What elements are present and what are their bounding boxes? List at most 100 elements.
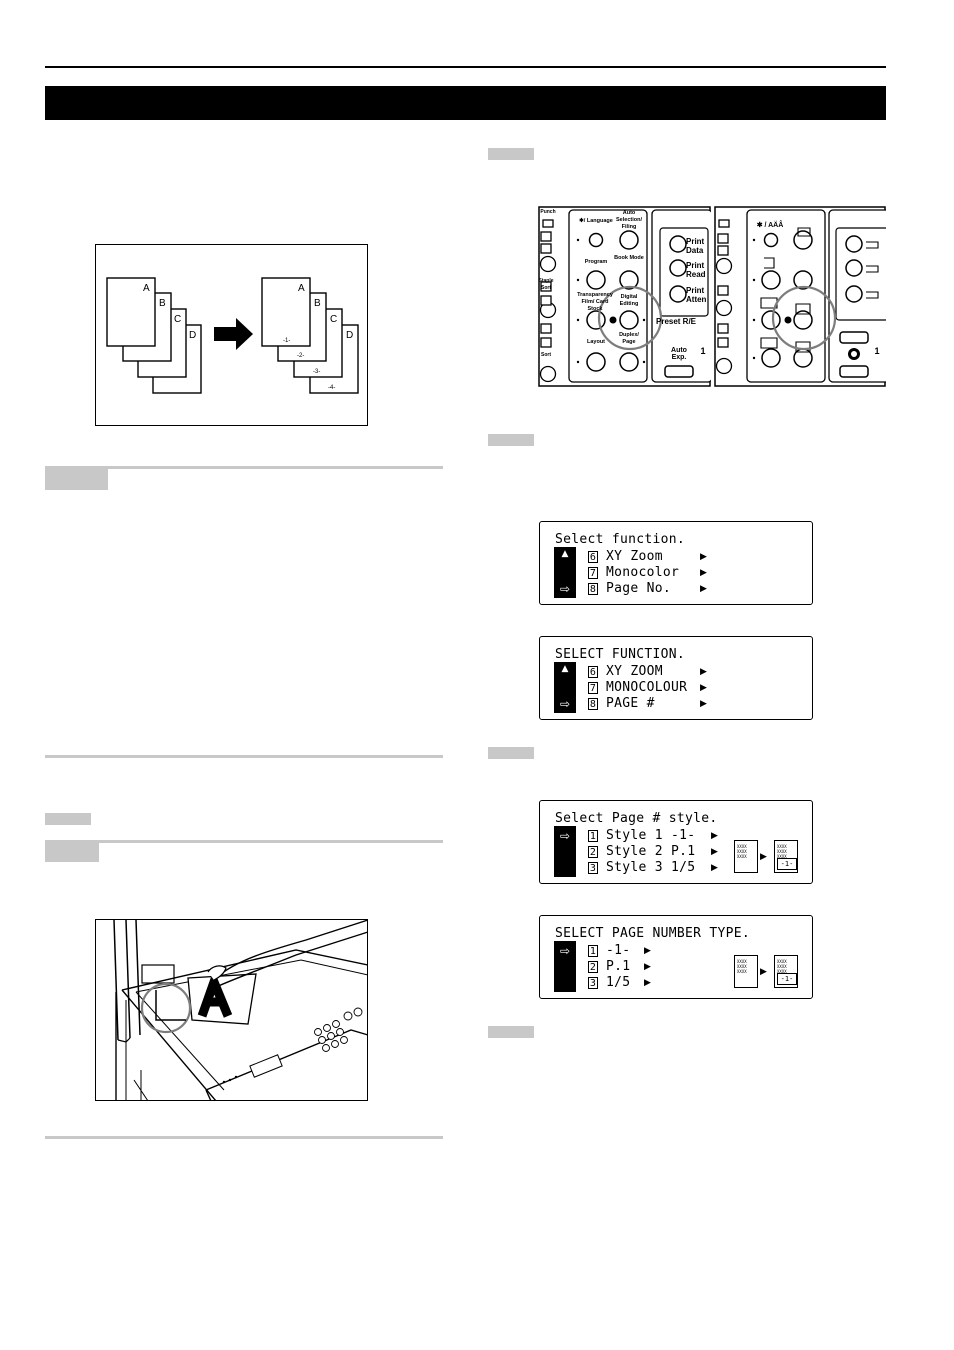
label-digit-left: 1 <box>700 346 706 356</box>
page-number-2: -2- <box>297 353 304 359</box>
label-digital-editing: Digital Editing <box>619 294 639 307</box>
label-language: ✱/ Language <box>579 218 613 224</box>
scroll-up-icon: ▲ <box>561 664 569 674</box>
item-label: Style 1 -1- <box>606 828 696 843</box>
note-tab <box>45 466 108 490</box>
cursor-arrow-icon: ⇨ <box>559 697 571 711</box>
item-number: 2 <box>588 845 598 858</box>
step-2-tab <box>45 840 99 862</box>
label-d-before: D <box>189 330 196 341</box>
submenu-arrow-icon: ▶ <box>700 568 707 578</box>
thumb-after: XXXX XXXX XXXX -1- <box>774 955 798 988</box>
label-print-attention: Print Atten <box>686 286 707 304</box>
copier-original-placement-drawing <box>113 920 367 1100</box>
thumb-page-number: -1- <box>777 973 797 985</box>
item-label: XY Zoom <box>606 549 663 564</box>
label-a-before: A <box>143 283 150 294</box>
submenu-arrow-icon: ▶ <box>711 847 718 857</box>
copier-illustration <box>95 919 368 1101</box>
note-rule <box>45 466 443 469</box>
step-3-tab <box>488 148 534 160</box>
label-print-ready: Print Read <box>686 261 706 279</box>
item-label: -1- <box>606 943 631 958</box>
arrow-right-icon: ▶ <box>760 852 767 862</box>
lcd-cursor-bar: ▲ ⇨ <box>554 662 576 713</box>
thumb-before: XXXX XXXX XXXX <box>734 955 758 988</box>
item-label: Monocolor <box>606 565 680 580</box>
item-number: 6 <box>588 665 598 678</box>
thumb-after: XXXX XXXX XXXX -1- <box>774 840 798 873</box>
label-auto-exp: Auto Exp. <box>671 347 687 361</box>
submenu-arrow-icon: ▶ <box>644 978 651 988</box>
page-numbering-diagram: D C B A D C B A -1- -2- -3- -4- <box>106 277 359 394</box>
submenu-arrow-icon: ▶ <box>700 667 707 677</box>
thumb-page-number: -1- <box>777 858 797 870</box>
label-preset: Preset R/E <box>656 317 697 326</box>
menu-item[interactable]: 2 Style 2 P.1 <box>588 844 695 859</box>
label-duplex-page: Duplex/ Page <box>619 332 639 345</box>
item-label: 1/5 <box>606 975 631 990</box>
item-number: 3 <box>588 861 598 874</box>
item-number: 3 <box>588 976 598 989</box>
item-label: XY ZOOM <box>606 664 663 679</box>
label-auto-selection: Auto Selection/ Filing <box>616 210 642 230</box>
lcd-cursor-bar: ⇨ <box>554 826 576 877</box>
label-sort: Sort <box>541 352 551 358</box>
page-numbering-illustration: D C B A D C B A -1- -2- -3- -4- <box>95 244 368 426</box>
cursor-arrow-icon: ⇨ <box>559 829 571 843</box>
submenu-arrow-icon: ▶ <box>711 863 718 873</box>
section-rule <box>45 755 443 758</box>
item-label: Style 2 P.1 <box>606 844 696 859</box>
cursor-arrow-icon: ⇨ <box>559 944 571 958</box>
bottom-rule-left <box>45 1136 443 1139</box>
lcd-title: Select Page # style. <box>555 811 718 826</box>
thumb-text: XXXX XXXX XXXX <box>777 844 787 859</box>
lcd-cursor-bar: ▲ ⇨ <box>554 547 576 598</box>
right-arrow-icon <box>214 318 253 350</box>
menu-item[interactable]: 3 Style 3 1/5 <box>588 860 695 875</box>
top-rule <box>45 66 886 68</box>
lcd-title: SELECT PAGE NUMBER TYPE. <box>555 926 751 941</box>
submenu-arrow-icon: ▶ <box>700 683 707 693</box>
menu-item[interactable]: 3 1/5 <box>588 975 630 990</box>
arrow-right-icon: ▶ <box>760 967 767 977</box>
step-2-rule <box>45 840 443 843</box>
section-title-banner <box>45 86 886 120</box>
submenu-arrow-icon: ▶ <box>711 831 718 841</box>
item-number: 1 <box>588 944 598 957</box>
thumb-text: XXXX XXXX XXXX <box>777 959 787 974</box>
label-punch: Punch <box>540 209 556 215</box>
label-d-after: D <box>346 330 353 341</box>
label-c-after: C <box>330 314 337 325</box>
sheet-a-before <box>106 277 156 347</box>
menu-item[interactable]: 6 XY ZOOM <box>588 664 663 679</box>
submenu-arrow-icon: ▶ <box>700 584 707 594</box>
lcd-title: Select function. <box>555 532 686 547</box>
thumb-before: XXXX XXXX XXXX <box>734 840 758 873</box>
item-number: 2 <box>588 960 598 973</box>
lcd-cursor-bar: ⇨ <box>554 941 576 992</box>
item-number: 8 <box>588 697 598 710</box>
item-label: Style 3 1/5 <box>606 860 696 875</box>
scroll-up-icon: ▲ <box>561 549 569 559</box>
page-number-1: -1- <box>283 338 290 344</box>
menu-item[interactable]: 1 -1- <box>588 943 630 958</box>
label-staple-sort: Staple Sort <box>538 278 554 291</box>
item-number: 8 <box>588 582 598 595</box>
label-b-before: B <box>159 298 166 309</box>
lcd-title: SELECT FUNCTION. <box>555 647 686 662</box>
sheet-a-after <box>261 277 311 347</box>
label-language-symbol: ✱ / AÄÂ <box>756 222 784 229</box>
label-layout: Layout <box>586 339 606 345</box>
label-print-data: Print Data <box>686 237 705 255</box>
